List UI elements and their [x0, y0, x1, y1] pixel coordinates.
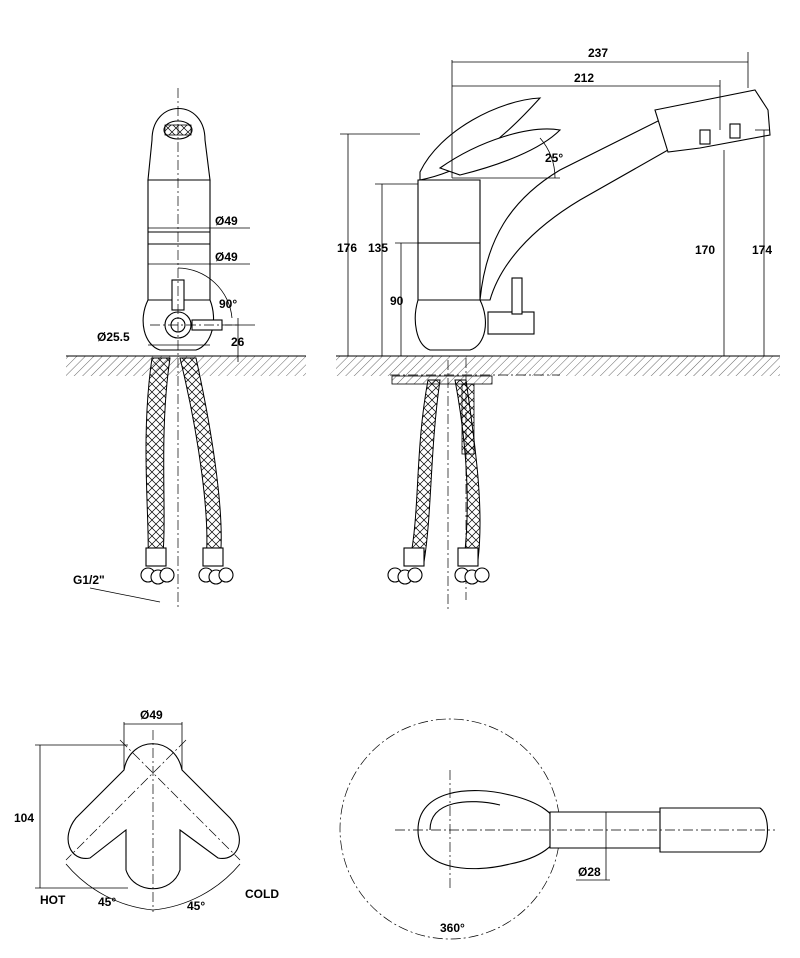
- front-fitting-right: [198, 547, 234, 585]
- dim-side-h174: 174: [752, 243, 772, 257]
- side-valve: [487, 311, 535, 335]
- dim-front-d25-5: Ø25.5: [97, 330, 130, 344]
- dim-side-h90: 90: [390, 294, 404, 308]
- side-hose-left: [409, 379, 441, 563]
- side-body: [414, 179, 486, 351]
- swivel-spray-head: [659, 807, 769, 853]
- dim-front-d49-top: Ø49: [215, 214, 238, 228]
- dim-front-thread: G1/2": [73, 573, 105, 587]
- side-view: 237 212 25° 176 135 90 170 174: [336, 46, 780, 610]
- front-view: Ø49 Ø49 90° Ø25.5 26 G1/2": [66, 88, 306, 610]
- dim-side-angle25: 25°: [545, 151, 563, 165]
- handle-top-shape: [67, 743, 240, 890]
- front-hose-right: [179, 357, 222, 561]
- dim-side-w212: 212: [574, 71, 594, 85]
- front-dimensions: [89, 227, 255, 603]
- label-cold: COLD: [245, 887, 279, 901]
- dim-side-h176: 176: [337, 241, 357, 255]
- handle-top-view: Ø49 104 HOT COLD 45° 45°: [14, 708, 279, 913]
- dim-swivel-360: 360°: [440, 921, 465, 935]
- handle-dimensions: [35, 722, 241, 911]
- front-spout-head: [147, 107, 211, 181]
- side-fitting-right: [454, 547, 490, 585]
- dim-front-angle90: 90°: [219, 297, 237, 311]
- dim-swivel-d28: Ø28: [578, 865, 601, 879]
- dim-handle-a45-right: 45°: [187, 899, 205, 913]
- swivel-top-view: Ø28 360°: [339, 718, 775, 940]
- dim-side-w237: 237: [588, 46, 608, 60]
- label-hot: HOT: [40, 893, 66, 907]
- dim-front-h26: 26: [231, 335, 245, 349]
- dim-handle-d49: Ø49: [140, 708, 163, 722]
- side-spray-head: [654, 89, 771, 153]
- swivel-dimensions: [576, 812, 610, 881]
- front-hose-left: [145, 357, 171, 563]
- side-countertop: [336, 356, 780, 376]
- dim-handle-h104: 104: [14, 811, 34, 825]
- dim-front-d49-bottom: Ø49: [215, 250, 238, 264]
- dim-side-h135: 135: [368, 241, 388, 255]
- side-dimensions: [340, 52, 770, 356]
- front-fitting-left: [140, 547, 175, 585]
- dim-handle-a45-left: 45°: [98, 895, 116, 909]
- side-fitting-left: [387, 547, 425, 585]
- dim-side-h170: 170: [695, 243, 715, 257]
